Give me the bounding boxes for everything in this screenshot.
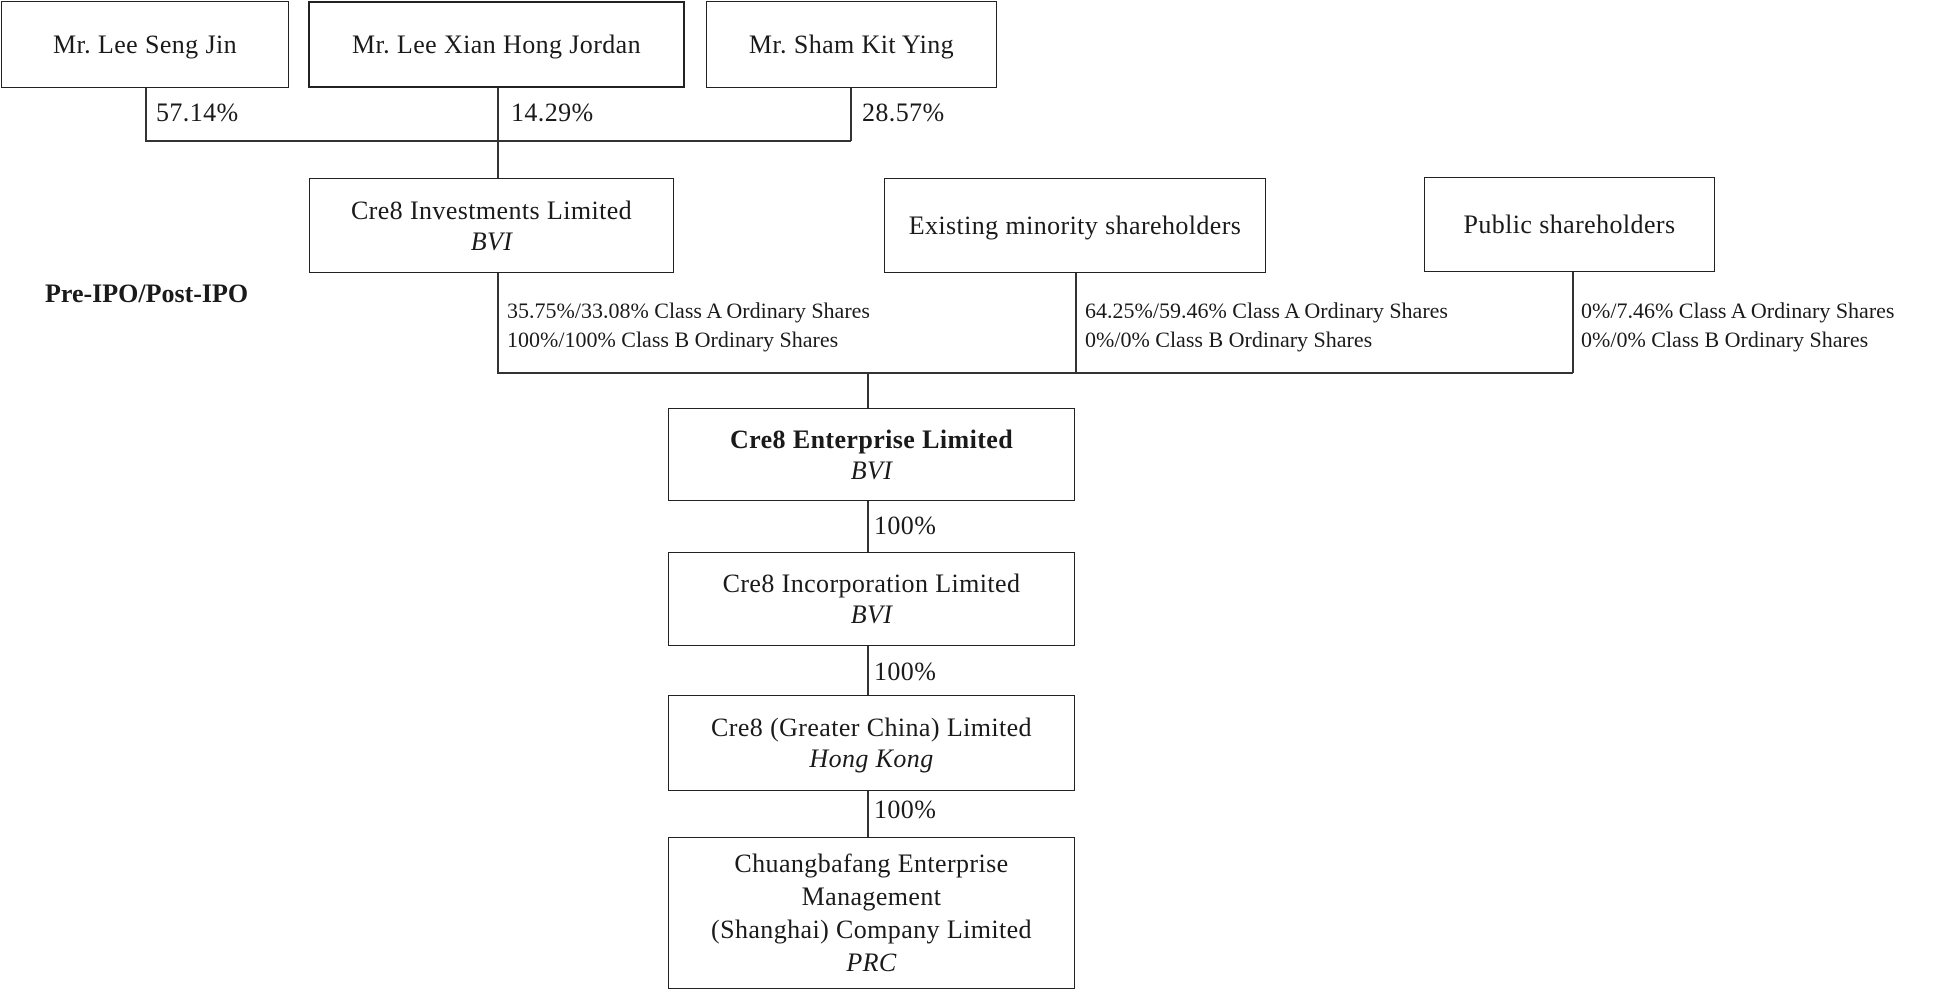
shareholder-name: Existing minority shareholders <box>908 211 1242 240</box>
entity-box-cre8-incorporation: Cre8 Incorporation Limited BVI <box>668 552 1075 646</box>
class-a-share-text: 35.75%/33.08% Class A Ordinary Shares <box>507 298 870 323</box>
connector-line <box>497 88 499 179</box>
connector-line <box>497 372 1573 374</box>
shareholder-name: Public shareholders <box>1463 210 1676 239</box>
stake-label-lee-xian-hong-jordan: 14.29% <box>511 98 594 127</box>
entity-name-line: Chuangbafang Enterprise <box>734 849 1009 878</box>
stake-label-chuangbafang: 100% <box>874 795 937 824</box>
class-b-share-text: 0%/0% Class B Ordinary Shares <box>1085 327 1373 352</box>
connector-line <box>1075 273 1077 373</box>
entity-jurisdiction: BVI <box>850 455 893 485</box>
share-label-public: 0%/7.46% Class A Ordinary Shares 0%/0% C… <box>1581 296 1894 354</box>
connector-line <box>145 88 147 141</box>
class-a-share-text: 0%/7.46% Class A Ordinary Shares <box>1581 298 1895 323</box>
shareholder-box-public: Public shareholders <box>1424 177 1715 272</box>
entity-name-line: Management <box>801 882 942 911</box>
stake-label-greater-china: 100% <box>874 657 937 686</box>
shareholder-name: Mr. Sham Kit Ying <box>748 30 955 59</box>
entity-jurisdiction: BVI <box>470 226 513 256</box>
shareholder-box-existing-minority: Existing minority shareholders <box>884 178 1266 273</box>
class-b-share-text: 0%/0% Class B Ordinary Shares <box>1581 327 1869 352</box>
share-label-investments: 35.75%/33.08% Class A Ordinary Shares 10… <box>507 296 870 354</box>
connector-line <box>497 273 499 373</box>
shareholder-box-sham-kit-ying: Mr. Sham Kit Ying <box>706 1 997 88</box>
shareholder-box-lee-seng-jin: Mr. Lee Seng Jin <box>1 1 289 88</box>
connector-line <box>867 791 869 838</box>
entity-name-line: (Shanghai) Company Limited <box>711 915 1032 944</box>
stake-label-incorporation: 100% <box>874 511 937 540</box>
connector-line <box>1572 272 1574 373</box>
phase-label: Pre-IPO/Post-IPO <box>45 279 249 308</box>
connector-line <box>867 372 869 408</box>
share-label-minority: 64.25%/59.46% Class A Ordinary Shares 0%… <box>1085 296 1448 354</box>
connector-line <box>867 501 869 553</box>
entity-jurisdiction: PRC <box>846 948 897 977</box>
connector-line <box>145 140 851 142</box>
entity-box-cre8-greater-china: Cre8 (Greater China) Limited Hong Kong <box>668 695 1075 791</box>
stake-label-lee-seng-jin: 57.14% <box>156 98 239 127</box>
entity-name: Cre8 (Greater China) Limited <box>711 713 1032 742</box>
entity-box-chuangbafang: Chuangbafang Enterprise Management (Shan… <box>668 837 1075 989</box>
class-a-share-text: 64.25%/59.46% Class A Ordinary Shares <box>1085 298 1448 323</box>
entity-box-cre8-investments: Cre8 Investments Limited BVI <box>309 178 674 273</box>
shareholder-box-lee-xian-hong-jordan: Mr. Lee Xian Hong Jordan <box>308 1 685 88</box>
entity-jurisdiction: BVI <box>850 600 893 629</box>
entity-name: Cre8 Investments Limited <box>350 195 633 225</box>
class-b-share-text: 100%/100% Class B Ordinary Shares <box>507 327 839 352</box>
shareholder-name: Mr. Lee Xian Hong Jordan <box>351 30 642 59</box>
entity-box-cre8-enterprise: Cre8 Enterprise Limited BVI <box>668 408 1075 501</box>
connector-line <box>850 88 852 141</box>
entity-name: Cre8 Incorporation Limited <box>722 569 1021 598</box>
entity-jurisdiction: Hong Kong <box>809 744 934 773</box>
stake-label-sham-kit-ying: 28.57% <box>862 98 945 127</box>
connector-line <box>867 646 869 696</box>
entity-name: Cre8 Enterprise Limited <box>729 424 1014 454</box>
shareholder-name: Mr. Lee Seng Jin <box>52 30 238 59</box>
